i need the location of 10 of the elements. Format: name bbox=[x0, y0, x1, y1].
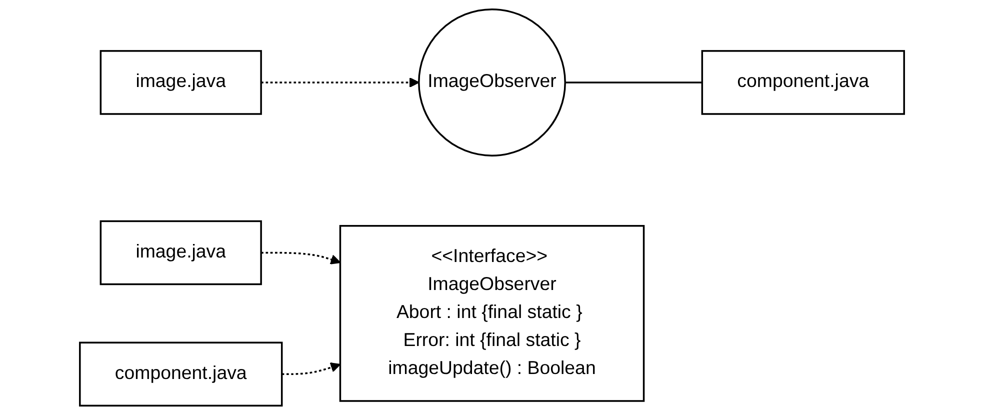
node-box: component.java bbox=[701, 50, 905, 115]
arrow bbox=[282, 362, 341, 375]
arrow bbox=[261, 252, 341, 264]
node-box: <<Interface>> ImageObserver Abort : int {final static } Error: int {final static } imageUpdate() : Boolean bbox=[339, 224, 645, 402]
node-box: component.java bbox=[79, 342, 283, 407]
connector bbox=[565, 82, 702, 84]
node-box: image.java bbox=[100, 50, 262, 115]
arrow bbox=[261, 77, 420, 88]
node-box: image.java bbox=[100, 220, 262, 286]
node-circle: ImageObserver bbox=[418, 8, 566, 156]
